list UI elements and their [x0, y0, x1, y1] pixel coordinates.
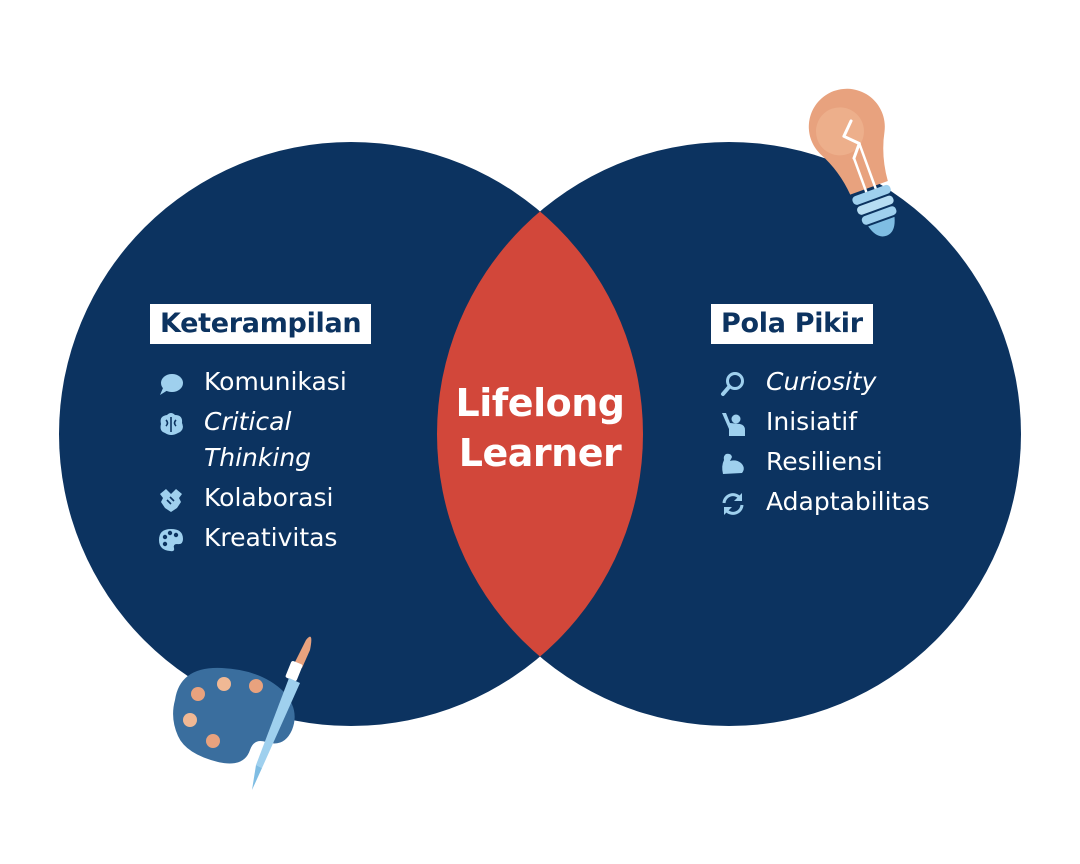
palette-icon: [159, 529, 183, 552]
intersection-lens: [437, 142, 643, 726]
center-title-line2: Learner: [458, 431, 622, 475]
list-item-adaptabilitas: Adaptabilitas: [719, 484, 930, 520]
center-title: Lifelong Learner: [400, 378, 680, 478]
raised-hand-person-icon: [722, 413, 745, 436]
list-item-resiliensi: Resiliensi: [719, 444, 930, 480]
list-item-label: Curiosity: [766, 367, 877, 396]
magnifier-icon: [721, 372, 744, 396]
refresh-arrows-icon: [722, 493, 744, 515]
list-item-critical-thinking: Critical Thinking: [157, 404, 347, 476]
handshake-icon: [160, 489, 182, 512]
lightbulb-icon: [808, 88, 897, 237]
list-item-curiosity: Curiosity: [719, 364, 930, 400]
list-item-label: Critical Thinking: [204, 407, 312, 472]
list-item-kreativitas: Kreativitas: [157, 520, 347, 556]
list-item-label: Inisiatif: [766, 407, 858, 436]
list-item-inisiatif: Inisiatif: [719, 404, 930, 440]
list-item-label: Kolaborasi: [204, 483, 334, 512]
list-item-label: Adaptabilitas: [766, 487, 930, 516]
speech-bubble-icon: [160, 374, 183, 395]
list-item-label: Komunikasi: [204, 367, 347, 396]
list-item-label: Resiliensi: [766, 447, 883, 476]
pola-pikir-heading: Pola Pikir: [711, 304, 873, 344]
list-item-kolaborasi: Kolaborasi: [157, 480, 347, 516]
pola-pikir-list: Curiosity Inisiatif Resiliensi Adaptabil…: [719, 364, 930, 524]
flexed-arm-icon: [722, 453, 744, 474]
paint-palette-brush-icon: [173, 636, 312, 790]
keterampilan-list: Komunikasi Critical Thinking Kolaborasi …: [157, 364, 347, 560]
center-title-line1: Lifelong: [455, 381, 625, 425]
brain-icon: [160, 413, 183, 435]
keterampilan-heading: Keterampilan: [150, 304, 372, 344]
list-item-komunikasi: Komunikasi: [157, 364, 347, 400]
list-item-label: Kreativitas: [204, 523, 338, 552]
